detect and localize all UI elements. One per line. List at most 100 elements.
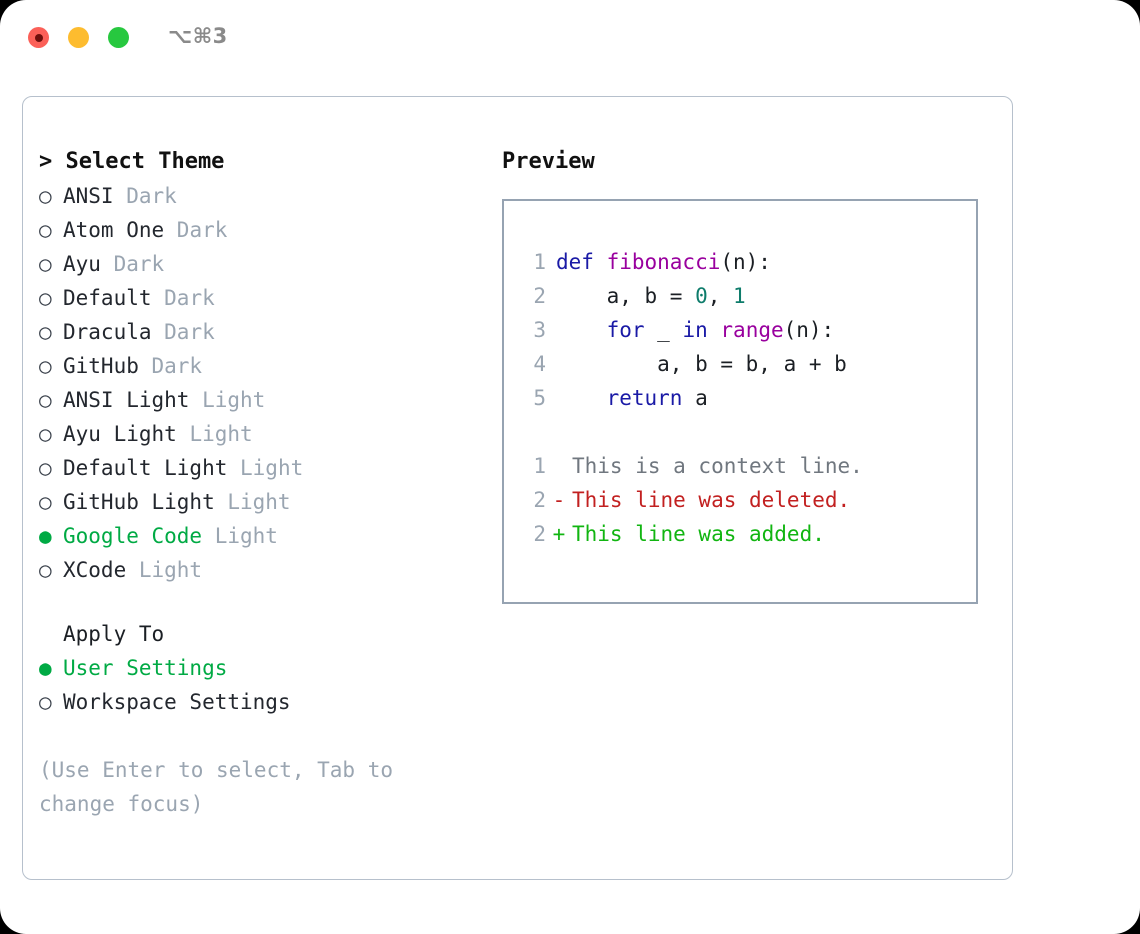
code-token-plain: [556, 318, 607, 342]
theme-option-github[interactable]: ○GitHub Dark: [39, 349, 489, 383]
code-line-text: return a: [546, 386, 708, 410]
diff-line-context: 1 This is a context line.: [522, 449, 970, 483]
theme-option-name: ANSI: [63, 184, 114, 208]
diff-line-del: 2-This line was deleted.: [522, 483, 970, 517]
code-token-plain: ,: [707, 284, 734, 308]
apply-to-list[interactable]: ●User Settings ○ Workspace Settings: [39, 651, 489, 719]
code-line: 4 a, b = b, a + b: [522, 347, 970, 381]
code-line-text: def fibonacci(n):: [546, 250, 771, 274]
code-line: 5 return a: [522, 381, 970, 415]
apply-to-option-user-settings[interactable]: ●User Settings: [39, 651, 489, 685]
apply-to-option-workspace-settings[interactable]: ○ Workspace Settings: [39, 685, 489, 719]
radio-unselected-icon: ○: [39, 218, 52, 242]
theme-option-xcode[interactable]: ○XCode Light: [39, 553, 489, 587]
code-token-plain: [708, 318, 721, 342]
keyboard-shortcut-label: ⌥⌘3: [168, 24, 228, 48]
code-line: 3 for _ in range(n):: [522, 313, 970, 347]
theme-list[interactable]: ○ANSI Dark○Atom One Dark○Ayu Dark○Defaul…: [39, 179, 489, 587]
code-token-fn: range: [720, 318, 784, 342]
minimize-window-button[interactable]: [68, 27, 89, 48]
apply-to-section: Apply To ●User Settings ○ Workspace Settin…: [39, 617, 489, 719]
code-token-plain: _: [644, 318, 683, 342]
radio-unselected-icon: ○: [39, 490, 52, 514]
code-line-text: a, b = b, a + b: [546, 352, 847, 376]
theme-option-google-code[interactable]: ●Google Code Light: [39, 519, 489, 553]
preview-heading: Preview: [502, 149, 595, 174]
theme-option-name: ANSI Light: [63, 388, 190, 412]
radio-unselected-icon: ○: [39, 388, 52, 412]
theme-option-name: Ayu Light: [63, 422, 177, 446]
radio-unselected-icon: ○: [39, 558, 52, 582]
diff-line-number: 2: [533, 488, 546, 512]
theme-option-variant: Light: [189, 388, 266, 412]
radio-unselected-icon: ○: [39, 422, 52, 446]
diff-line-text: This line was deleted.: [572, 488, 851, 512]
theme-option-variant: Dark: [164, 218, 228, 242]
radio-unselected-icon: ○: [39, 252, 52, 276]
radio-unselected-icon: ○: [39, 184, 52, 208]
diff-sign: -: [552, 488, 566, 512]
main-card: > Select Theme ○ANSI Dark○Atom One Dark○…: [22, 96, 1013, 880]
recording-indicator-icon: [34, 33, 43, 42]
theme-option-default-light[interactable]: ○ Default Light Light: [39, 451, 489, 485]
radio-unselected-icon: ○: [39, 354, 52, 378]
theme-option-default[interactable]: ○Default Dark: [39, 281, 489, 315]
theme-option-atom-one[interactable]: ○Atom One Dark: [39, 213, 489, 247]
code-token-num: 0: [695, 284, 708, 308]
code-line-number: 5: [533, 386, 546, 410]
code-token-plain: (n):: [783, 318, 835, 342]
code-line-text: a, b = 0, 1: [546, 284, 746, 308]
diff-sample: 1 This is a context line.2-This line was…: [522, 449, 970, 551]
title-bar: ⌥⌘3: [0, 0, 1140, 76]
theme-option-variant: Dark: [100, 252, 165, 276]
theme-option-dracula[interactable]: ○ Dracula Dark: [39, 315, 489, 349]
radio-unselected-icon: ○: [39, 320, 52, 344]
code-token-kw: def: [556, 250, 607, 274]
code-token-kw: in: [682, 318, 708, 342]
theme-option-name: Default Light: [63, 456, 228, 480]
code-line: 2 a, b = 0, 1: [522, 279, 970, 313]
diff-line-number: 2: [533, 522, 546, 546]
radio-selected-icon: ●: [39, 524, 52, 548]
code-token-plain: [556, 386, 607, 410]
radio-unselected-icon: ○: [39, 286, 52, 310]
theme-option-name: GitHub: [63, 354, 139, 378]
radio-unselected-icon: ○: [39, 690, 52, 714]
code-token-plain: a, b =: [556, 284, 696, 308]
close-window-button[interactable]: [28, 27, 49, 48]
theme-option-variant: Dark: [151, 320, 215, 344]
apply-to-option-label: User Settings: [63, 656, 228, 680]
theme-option-ansi-light[interactable]: ○ ANSI Light Light: [39, 383, 489, 417]
diff-sign: [546, 449, 572, 483]
theme-option-ansi[interactable]: ○ANSI Dark: [39, 179, 489, 213]
code-token-kw: return: [606, 386, 683, 410]
radio-unselected-icon: ○: [39, 456, 52, 480]
keyboard-hint-text: (Use Enter to select, Tab to change focu…: [39, 758, 394, 816]
maximize-window-button[interactable]: [108, 27, 129, 48]
theme-option-github-light[interactable]: ○GitHub Light Light: [39, 485, 489, 519]
code-token-fn: fibonacci: [606, 250, 721, 274]
theme-option-variant: Light: [227, 456, 304, 480]
theme-option-variant: Light: [214, 490, 291, 514]
code-token-plain: a: [682, 386, 708, 410]
code-line-number: 3: [533, 318, 546, 342]
apply-to-heading: Apply To: [63, 622, 165, 646]
diff-line-number: 1: [533, 454, 546, 478]
code-token-kw: for: [606, 318, 645, 342]
code-line-number: 1: [533, 250, 546, 274]
diff-line-text: This line was added.: [572, 522, 825, 546]
theme-picker-panel: > Select Theme ○ANSI Dark○Atom One Dark○…: [39, 145, 489, 821]
theme-option-name: Dracula: [63, 320, 152, 344]
theme-option-ayu[interactable]: ○Ayu Dark: [39, 247, 489, 281]
code-line-text: for _ in range(n):: [546, 318, 835, 342]
select-theme-heading: > Select Theme: [39, 149, 225, 174]
theme-option-variant: Light: [176, 422, 253, 446]
apply-to-option-label: Workspace Settings: [63, 690, 291, 714]
theme-option-ayu-light[interactable]: ○ Ayu Light Light: [39, 417, 489, 451]
diff-line-text: This is a context line.: [572, 454, 863, 478]
code-line-number: 2: [533, 284, 546, 308]
